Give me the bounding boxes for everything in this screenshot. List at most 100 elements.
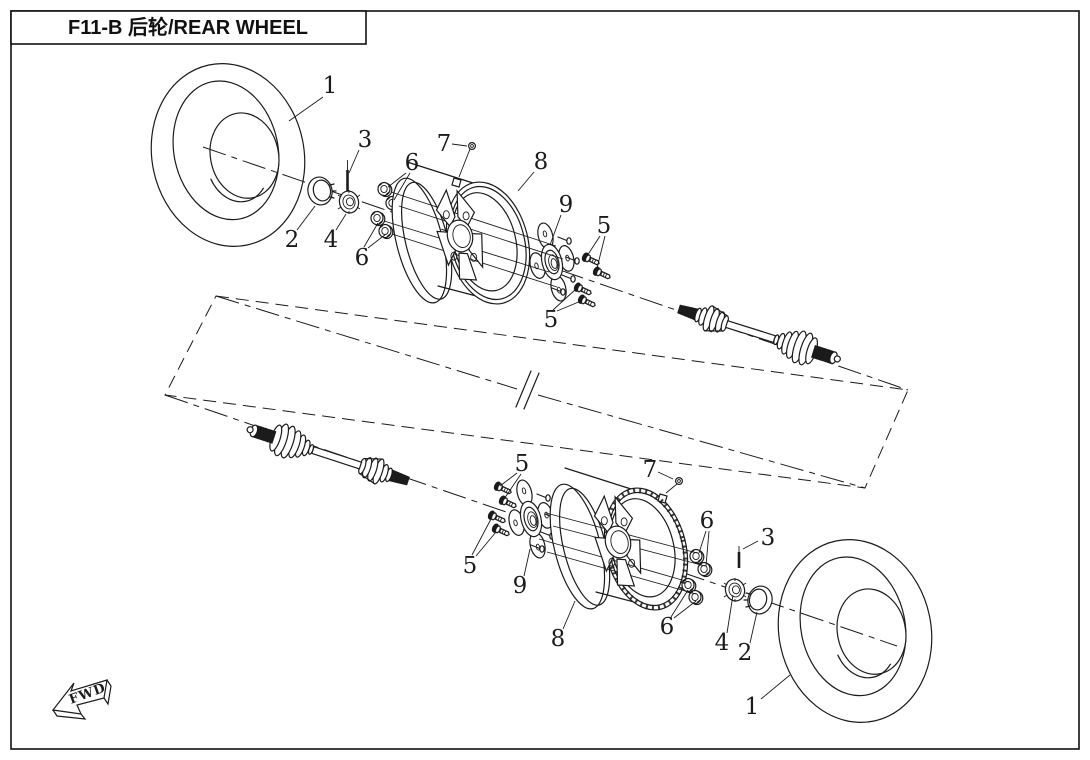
callout-7-6: 7 [437, 131, 468, 157]
rim-lug-hole [608, 557, 616, 567]
title-box [10, 10, 367, 45]
rim-lug-hole [450, 251, 458, 261]
callout-label: 3 [761, 525, 776, 551]
callout-5-10: 5 [544, 288, 582, 333]
callout-5-11: 5 [499, 451, 530, 500]
callout-8-7: 8 [517, 149, 548, 192]
rim-lug-hole [442, 210, 450, 220]
leader-line [552, 288, 577, 311]
callout-label: 5 [515, 451, 530, 477]
callout-label: 1 [745, 694, 760, 720]
callout-1-21: 1 [745, 674, 791, 720]
leader-line [673, 600, 697, 619]
rim-lug-hole [470, 252, 478, 262]
leader-line [288, 96, 324, 122]
callout-3-2: 3 [348, 127, 373, 174]
callout-6-16: 6 [698, 508, 714, 567]
callout-label: 6 [355, 245, 370, 271]
leader-line [523, 548, 531, 577]
leader-line [749, 611, 758, 644]
valve-stem-upper [451, 142, 477, 188]
leader-line [586, 235, 601, 257]
callout-label: 3 [358, 127, 373, 153]
callout-7-15: 7 [643, 457, 674, 483]
callout-9-13: 9 [513, 548, 531, 599]
callout-label: 7 [643, 457, 658, 483]
callout-label: 6 [660, 614, 675, 640]
wheel-bolt [486, 509, 508, 527]
leader-line [363, 222, 379, 248]
axle-lower [241, 412, 414, 498]
leader-line [296, 205, 316, 231]
callout-label: 5 [544, 307, 559, 333]
hub-cap-upper [304, 173, 337, 209]
callout-label: 4 [324, 227, 339, 253]
leader-line [335, 213, 347, 231]
castle-nut-lower [722, 576, 748, 604]
leader-line [657, 471, 674, 480]
rim-lug-hole [600, 516, 608, 526]
callout-label: 5 [463, 553, 478, 579]
callout-label: 4 [715, 630, 730, 656]
callout-label: 9 [559, 192, 574, 218]
leader-line [760, 674, 791, 700]
callout-2-1: 2 [285, 205, 316, 253]
leader-line [596, 235, 606, 269]
wheel-bolt [497, 494, 519, 512]
fwd-arrow: FWD [51, 679, 112, 720]
leader-line [451, 143, 468, 147]
callout-6-4: 6 [387, 150, 420, 201]
axle-upper [673, 292, 846, 377]
callout-label: 6 [405, 150, 420, 176]
leader-line [499, 472, 518, 487]
leader-line [670, 589, 689, 618]
leader-line [517, 171, 535, 192]
callout-6-17: 6 [660, 589, 697, 640]
callout-label: 9 [513, 573, 528, 599]
callout-4-3: 4 [324, 213, 347, 253]
leader-line [393, 172, 411, 201]
rim-spoke-window [593, 494, 614, 534]
leader-line [387, 172, 407, 188]
callout-3-19: 3 [742, 525, 776, 551]
hub-cap-lower [743, 582, 776, 618]
break-mark [515, 370, 540, 410]
callout-2-20: 2 [738, 611, 758, 666]
leader-line [562, 600, 576, 630]
lug-nut [378, 223, 394, 240]
callout-label: 2 [738, 640, 753, 666]
callout-8-14: 8 [551, 600, 576, 652]
callout-label: 5 [597, 213, 612, 239]
diagonal-centerline-a [215, 295, 518, 390]
callout-label: 8 [551, 626, 566, 652]
wheel-bolt [490, 522, 512, 540]
wheel-bolt [591, 265, 613, 283]
valve-stem-lower [657, 477, 683, 504]
leader-line [698, 530, 707, 554]
leader-line [742, 540, 759, 550]
rim-lug-hole [620, 517, 628, 527]
rim-spoke-window [458, 252, 478, 281]
rim-spoke-window [616, 558, 636, 587]
rim-spoke-window [435, 188, 456, 228]
callout-4-18: 4 [715, 594, 734, 656]
hub-upper [520, 217, 584, 307]
leader-line [475, 531, 497, 557]
castle-nut-upper [336, 188, 362, 216]
leader-line [556, 300, 582, 312]
rim-lug-hole [628, 558, 636, 568]
leader-line [471, 518, 492, 556]
callout-5-9: 5 [586, 213, 612, 269]
rim-lug-hole [462, 211, 470, 221]
callout-label: 1 [323, 73, 338, 99]
diagonal-centerline-b [537, 394, 866, 489]
lug-nut [377, 181, 393, 198]
leader-line [503, 473, 522, 500]
callout-label: 7 [437, 131, 452, 157]
leader-line [367, 233, 387, 249]
page-title: F11-B 后轮/REAR WHEEL [68, 15, 308, 39]
callout-5-12: 5 [463, 518, 497, 579]
rim-face-details [435, 188, 689, 610]
